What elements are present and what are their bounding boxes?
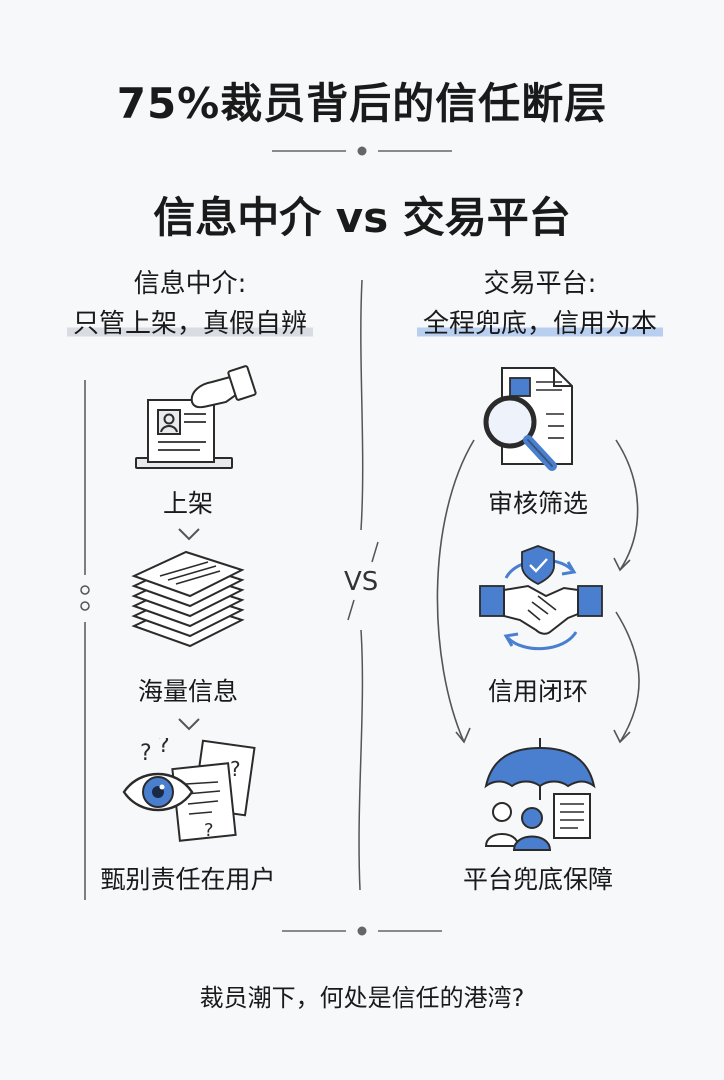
left-step-2: 海量信息 [137, 677, 238, 706]
umbrella-protection-icon [484, 738, 596, 851]
right-column-heading: 交易平台: 全程兜底，信用为本 [390, 264, 690, 344]
bottom-divider [282, 926, 442, 936]
eye-scrutiny-icon: ? ? ? ? [122, 738, 256, 842]
document-stack-icon [131, 550, 245, 648]
svg-text:?: ? [140, 741, 152, 766]
left-step-3: 甄别责任在用户 [100, 865, 276, 894]
page-title: 75%裁员背后的信任断层 [116, 79, 608, 128]
chevron-down-icon [178, 528, 200, 541]
chevron-down-icon [178, 718, 200, 731]
svg-text:?: ? [158, 738, 170, 758]
right-heading-line2: 全程兜底，信用为本 [416, 309, 663, 339]
left-step-1: 上架 [162, 489, 213, 518]
vs-label: VS [344, 567, 379, 597]
footer-question: 裁员潮下，何处是信任的港湾? [199, 984, 525, 1012]
left-heading-line1: 信息中介: [133, 269, 247, 299]
right-heading-line1: 交易平台: [483, 269, 597, 299]
left-heading-line2: 只管上架，真假自辨 [66, 309, 313, 339]
right-step-1: 审核筛选 [487, 489, 588, 518]
center-divider [347, 280, 379, 890]
right-step-3: 平台兜底保障 [462, 865, 613, 894]
svg-text:?: ? [204, 820, 214, 841]
flow-arrows [436, 439, 640, 744]
svg-text:?: ? [230, 757, 241, 781]
left-column-heading: 信息中介: 只管上架，真假自辨 [40, 264, 340, 344]
right-step-2: 信用闭环 [487, 677, 588, 706]
review-magnifier-icon [483, 367, 573, 471]
left-bracket [80, 380, 90, 900]
comparison-subtitle: 信息中介 vs 交易平台 [153, 193, 571, 242]
top-divider [272, 146, 452, 156]
listing-upload-icon [135, 365, 257, 469]
handshake-trust-icon [479, 545, 603, 651]
